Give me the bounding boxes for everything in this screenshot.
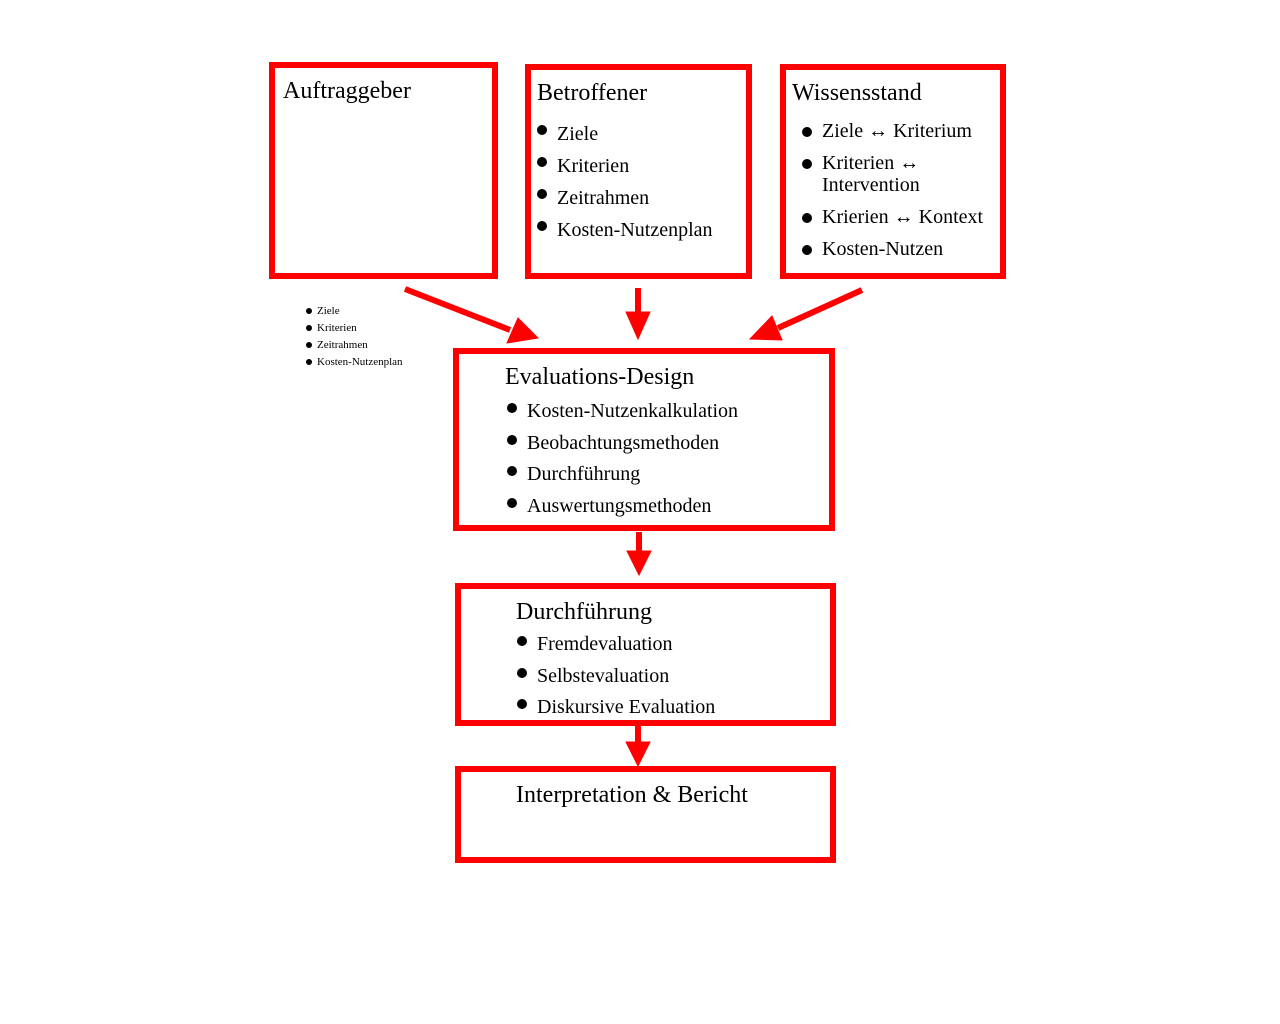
- wissensstand-title: Wissensstand: [792, 80, 922, 106]
- arrow-design-to-durchfuehrung: [626, 532, 652, 577]
- list-item: Kosten-Nutzenplan: [306, 354, 403, 371]
- list-item: Ziele ↔ Kriterium: [802, 120, 1002, 142]
- arrow-betroffener-to-design: [625, 288, 651, 341]
- auftraggeber-list: Ziele Kriterien Zeitrahmen Kosten-Nutzen…: [306, 303, 403, 371]
- arrow-auftraggeber-to-design: [403, 286, 540, 344]
- list-item: Fremdevaluation: [517, 629, 715, 661]
- wissensstand-box: Wissensstand Ziele ↔ Kriterium Kriterien…: [780, 64, 1006, 279]
- auftraggeber-title: Auftraggeber: [283, 78, 411, 104]
- list-item: Selbstevaluation: [517, 661, 715, 693]
- list-item: Diskursive Evaluation: [517, 692, 715, 724]
- durchfuehrung-box: Durchführung Fremdevaluation Selbstevalu…: [455, 583, 836, 726]
- arrow-durchfuehrung-to-bericht: [625, 726, 651, 768]
- auftraggeber-box: Auftraggeber: [269, 62, 498, 279]
- durchfuehrung-list: Fremdevaluation Selbstevaluation Diskurs…: [517, 629, 715, 724]
- evaluations-design-box: Evaluations-Design Kosten-Nutzenkalkulat…: [453, 348, 835, 531]
- list-item: Krierien ↔ Kontext: [802, 206, 1002, 228]
- list-item: Kosten-Nutzenplan: [537, 214, 713, 246]
- list-item: Zeitrahmen: [306, 337, 403, 354]
- evaluations-design-list: Kosten-Nutzenkalkulation Beobachtungsmet…: [507, 396, 738, 522]
- durchfuehrung-title: Durchführung: [516, 599, 652, 625]
- list-item: Ziele: [537, 118, 713, 150]
- bericht-title: Interpretation & Bericht: [516, 782, 748, 808]
- list-item: Beobachtungsmethoden: [507, 428, 738, 460]
- betroffener-list: Ziele Kriterien Zeitrahmen Kosten-Nutzen…: [537, 118, 713, 246]
- arrow-wissensstand-to-design: [748, 287, 864, 341]
- list-item: Ziele: [306, 303, 403, 320]
- list-item: Kriterien: [306, 320, 403, 337]
- list-item: Kriterien ↔ Intervention: [802, 152, 942, 196]
- betroffener-title: Betroffener: [537, 80, 648, 106]
- list-item: Kosten-Nutzenkalkulation: [507, 396, 738, 428]
- list-item: Zeitrahmen: [537, 182, 713, 214]
- list-item: Kosten-Nutzen: [802, 238, 1002, 260]
- list-item: Kriterien: [537, 150, 713, 182]
- betroffener-box: Betroffener Ziele Kriterien Zeitrahmen K…: [525, 64, 752, 279]
- list-item: Durchführung: [507, 459, 738, 491]
- bericht-box: Interpretation & Bericht: [455, 766, 836, 863]
- list-item: Auswertungsmethoden: [507, 491, 738, 523]
- evaluations-design-title: Evaluations-Design: [505, 364, 695, 390]
- wissensstand-list: Ziele ↔ Kriterium Kriterien ↔ Interventi…: [802, 120, 1002, 260]
